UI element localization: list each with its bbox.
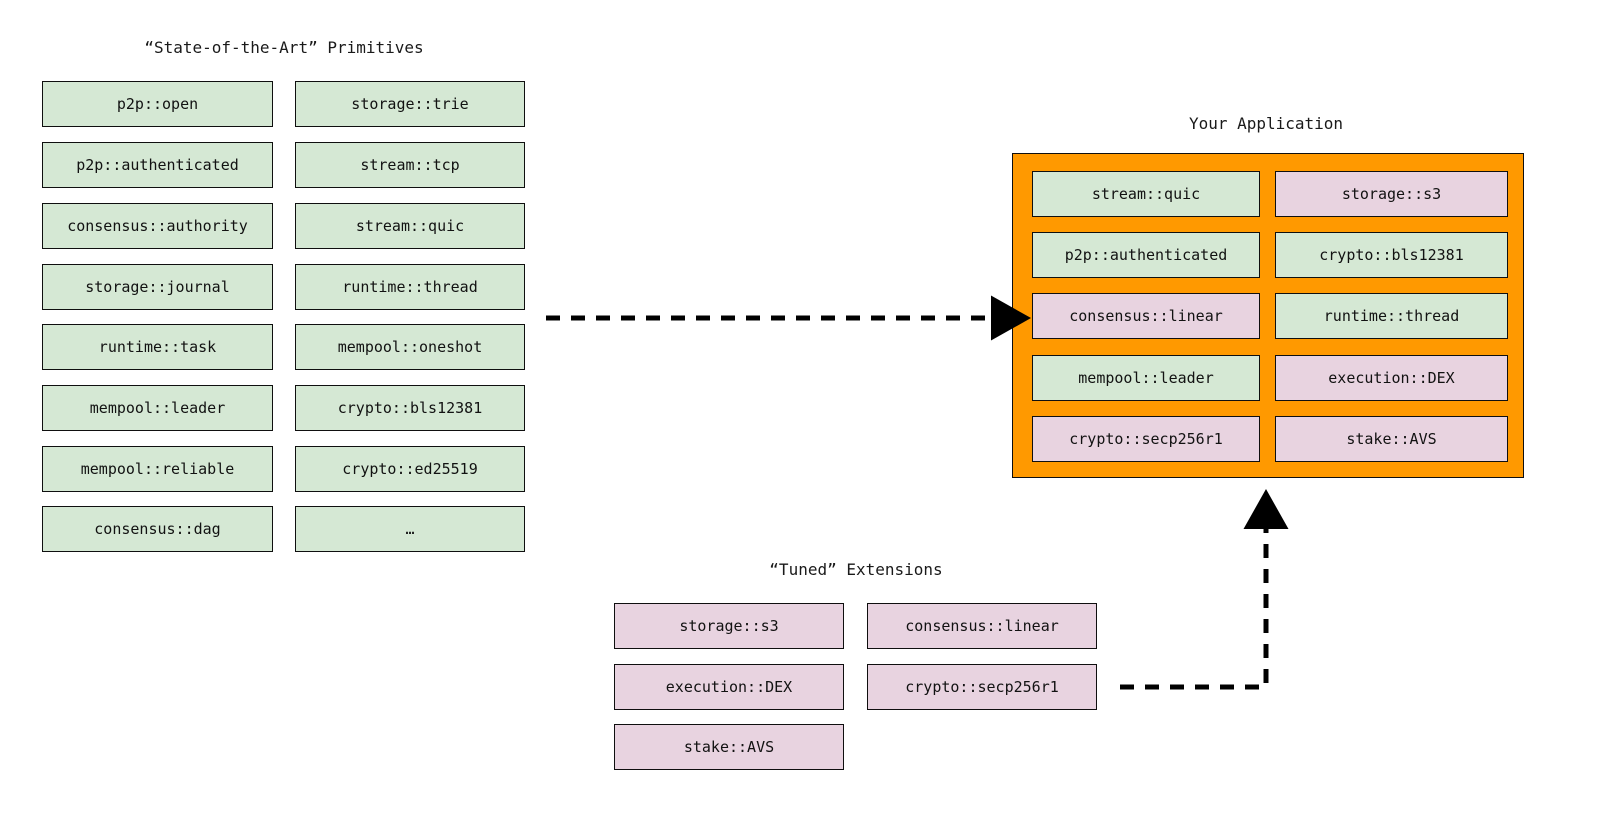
- application-section-title: Your Application: [1188, 114, 1344, 133]
- primitive-node[interactable]: mempool::reliable: [42, 446, 273, 492]
- primitive-node[interactable]: runtime::thread: [295, 264, 525, 310]
- primitive-node[interactable]: storage::trie: [295, 81, 525, 127]
- extensions-section-title: “Tuned” Extensions: [769, 560, 943, 579]
- application-node[interactable]: execution::DEX: [1275, 355, 1508, 401]
- application-node[interactable]: mempool::leader: [1032, 355, 1260, 401]
- application-node[interactable]: consensus::linear: [1032, 293, 1260, 339]
- extension-node[interactable]: stake::AVS: [614, 724, 844, 770]
- application-node[interactable]: runtime::thread: [1275, 293, 1508, 339]
- primitive-node[interactable]: stream::quic: [295, 203, 525, 249]
- primitive-node[interactable]: stream::tcp: [295, 142, 525, 188]
- primitive-node[interactable]: crypto::ed25519: [295, 446, 525, 492]
- application-node[interactable]: stake::AVS: [1275, 416, 1508, 462]
- application-node[interactable]: crypto::secp256r1: [1032, 416, 1260, 462]
- extension-node[interactable]: storage::s3: [614, 603, 844, 649]
- primitive-node[interactable]: p2p::open: [42, 81, 273, 127]
- extension-node[interactable]: consensus::linear: [867, 603, 1097, 649]
- primitive-node[interactable]: storage::journal: [42, 264, 273, 310]
- primitive-node[interactable]: consensus::authority: [42, 203, 273, 249]
- extension-node[interactable]: execution::DEX: [614, 664, 844, 710]
- primitive-node[interactable]: p2p::authenticated: [42, 142, 273, 188]
- primitive-node[interactable]: crypto::bls12381: [295, 385, 525, 431]
- primitive-node[interactable]: …: [295, 506, 525, 552]
- arrow-extensions-to-application: [1120, 489, 1289, 690]
- primitive-node[interactable]: runtime::task: [42, 324, 273, 370]
- primitive-node[interactable]: mempool::oneshot: [295, 324, 525, 370]
- extension-node[interactable]: crypto::secp256r1: [867, 664, 1097, 710]
- primitive-node[interactable]: consensus::dag: [42, 506, 273, 552]
- primitive-node[interactable]: mempool::leader: [42, 385, 273, 431]
- application-node[interactable]: stream::quic: [1032, 171, 1260, 217]
- primitives-section-title: “State-of-the-Art” Primitives: [144, 38, 424, 57]
- application-node[interactable]: storage::s3: [1275, 171, 1508, 217]
- application-node[interactable]: p2p::authenticated: [1032, 232, 1260, 278]
- application-node[interactable]: crypto::bls12381: [1275, 232, 1508, 278]
